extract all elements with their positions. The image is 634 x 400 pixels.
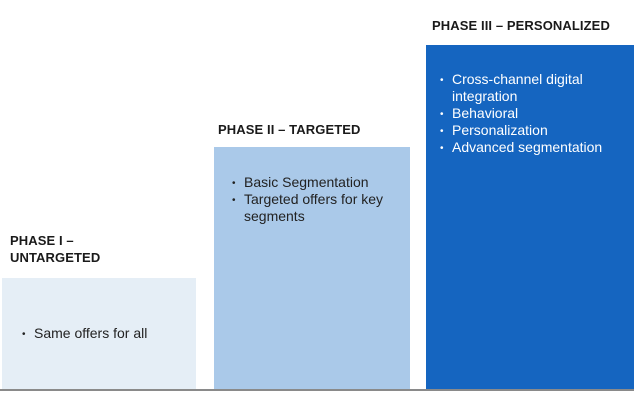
phase-3-bullet-list: Cross-channel digital integration Behavi… — [440, 71, 630, 157]
phase-1-title-line-1: PHASE I – — [10, 233, 74, 248]
phase-2-bullet-list: Basic Segmentation Targeted offers for k… — [232, 174, 402, 225]
phase-1-bullet: Same offers for all — [22, 325, 147, 343]
phase-3-title: PHASE III – PERSONALIZED — [432, 18, 610, 33]
phase-1-title: PHASE I – UNTARGETED — [10, 232, 190, 266]
phase-3-bullet: Advanced segmentation — [440, 139, 630, 157]
phase-3-bullet: Behavioral — [440, 105, 630, 123]
phase-1-title-line-2: UNTARGETED — [10, 250, 101, 265]
phase-2-bullet: Basic Segmentation — [232, 174, 402, 192]
phase-3-bullet: Personalization — [440, 122, 630, 140]
phase-3-bullet: Cross-channel digital integration — [440, 71, 630, 105]
phase-1-bullet-list: Same offers for all — [22, 325, 147, 343]
phase-2-bullet: Targeted offers for key segments — [232, 191, 402, 225]
phase-2-title: PHASE II – TARGETED — [218, 122, 361, 137]
baseline-divider — [0, 389, 634, 391]
